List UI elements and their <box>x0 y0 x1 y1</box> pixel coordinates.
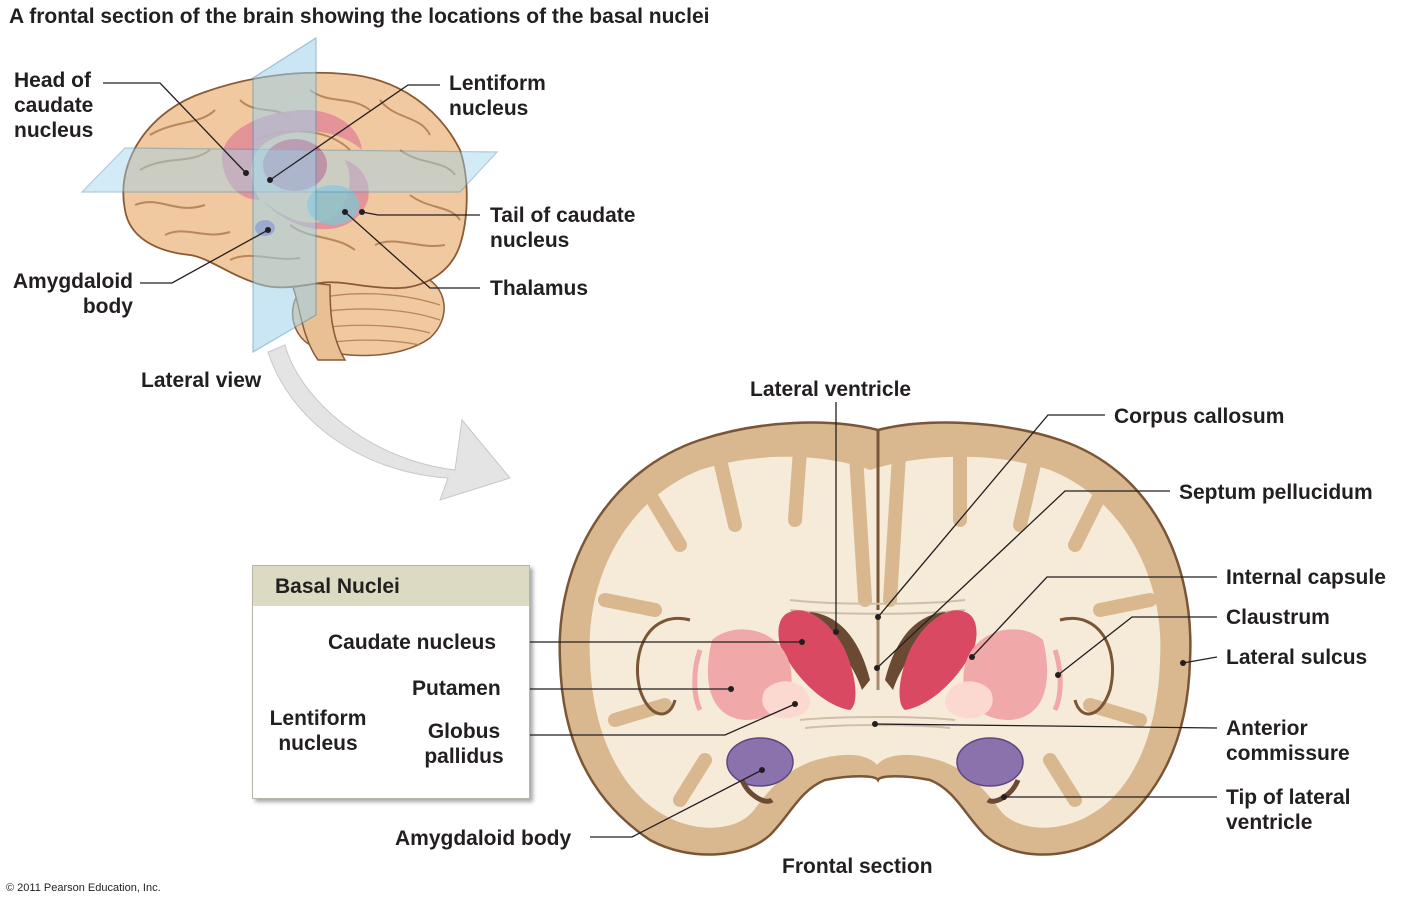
figure-title: A frontal section of the brain showing t… <box>9 5 710 28</box>
label-internal-capsule: Internal capsule <box>1226 566 1386 589</box>
label-lentiform-lateral: Lentiform nucleus <box>449 72 546 120</box>
label-globus-pallidus: Globus pallidus <box>424 720 504 768</box>
globus-pallidus-left <box>762 681 811 719</box>
label-tail-caudate: Tail of caudate nucleus <box>490 204 636 252</box>
amygdala-right <box>956 737 1024 787</box>
globus-pallidus-right <box>944 681 993 719</box>
label-putamen: Putamen <box>412 677 501 700</box>
frontal-leaders <box>375 402 1218 838</box>
label-lentiform-nucleus-box: Lentiform nucleus <box>269 707 367 755</box>
basal-nuclei-box-header: Basal Nuclei <box>253 566 529 606</box>
label-lateral-sulcus: Lateral sulcus <box>1226 646 1368 669</box>
frontal-white-matter <box>589 456 1161 828</box>
label-caudate-nucleus: Caudate nucleus <box>328 631 497 654</box>
label-corpus-callosum: Corpus callosum <box>1114 405 1285 428</box>
label-amygdaloid-lateral: Amygdaloid body <box>12 270 133 318</box>
caption-lateral-view: Lateral view <box>141 369 262 392</box>
caudate-right-frontal <box>899 610 977 710</box>
label-claustrum: Claustrum <box>1226 606 1330 629</box>
label-septum-pellucidum: Septum pellucidum <box>1179 481 1373 504</box>
basal-nuclei-box-title: Basal Nuclei <box>275 575 400 598</box>
label-tip-lateral-ventricle: Tip of lateral ventricle <box>1226 786 1351 834</box>
amygdala-left <box>726 737 794 787</box>
thalamus-lateral <box>307 185 359 225</box>
transition-arrow <box>267 344 511 501</box>
label-lateral-ventricle: Lateral ventricle <box>750 378 912 401</box>
label-anterior-commissure: Anterior commissure <box>1226 717 1350 765</box>
label-head-caudate: Head of caudate nucleus <box>14 69 94 142</box>
caption-frontal-section: Frontal section <box>782 855 933 878</box>
copyright-notice: © 2011 Pearson Education, Inc. <box>6 882 161 894</box>
caudate-left-frontal <box>778 610 856 710</box>
basal-nuclei-box: Basal Nuclei <box>252 565 530 799</box>
lateral-leaders <box>103 82 480 289</box>
label-thalamus: Thalamus <box>490 277 589 300</box>
lateral-brain <box>80 36 499 361</box>
frontal-plane <box>252 36 317 354</box>
frontal-brain <box>558 421 1192 856</box>
label-amygdaloid-body-frontal: Amygdaloid body <box>395 827 572 850</box>
